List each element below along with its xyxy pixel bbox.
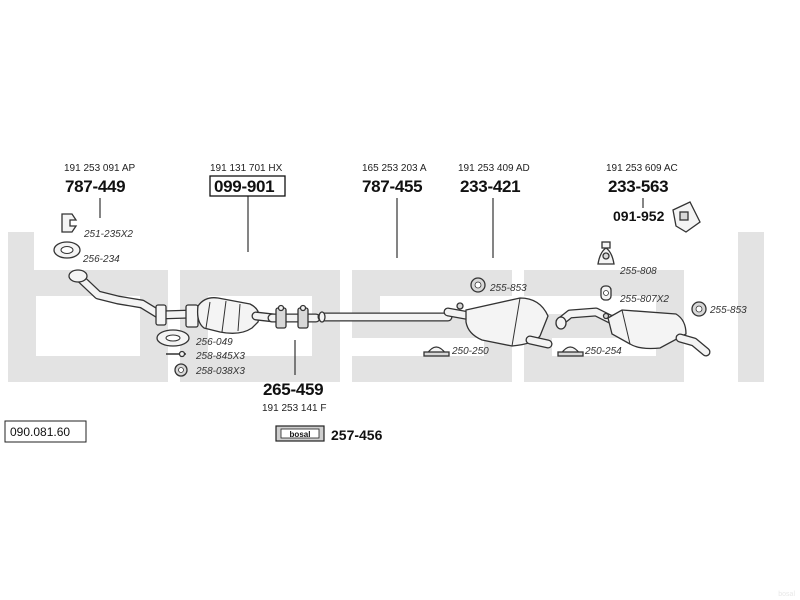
labels: 191 253 091 AP 787-449 191 131 701 HX 09… xyxy=(4,163,747,443)
accessory-flange-gasket xyxy=(156,329,190,347)
rear-silencer-233-563[interactable] xyxy=(555,307,711,357)
rear-silencer-oem: 191 253 609 AC xyxy=(606,163,678,174)
connector-oem: 191 253 141 F xyxy=(262,403,327,414)
accessory-clamp-250-254 xyxy=(557,346,584,357)
accessory-clip-255-807 xyxy=(600,285,612,301)
rear-silencer-number: 233-563 xyxy=(608,177,668,196)
middle-pipe-oem: 165 253 203 A xyxy=(362,163,427,174)
middle-pipe-number: 787-455 xyxy=(362,177,422,196)
accessory-rubber-hanger-1 xyxy=(470,277,486,293)
front-pipe-oem: 191 253 091 AP xyxy=(64,163,136,174)
middle-pipe-787-455[interactable] xyxy=(317,311,453,323)
centre-silencer-233-421[interactable] xyxy=(443,297,553,349)
bosal-watermark xyxy=(8,232,764,382)
connector-number: 265-459 xyxy=(263,380,323,399)
front-pipe-787-449[interactable] xyxy=(68,269,197,326)
catalyst-oem: 191 131 701 HX xyxy=(210,163,283,174)
accessory-bolt xyxy=(166,350,186,358)
accessory-label-a10: 255-853 xyxy=(709,305,747,316)
centre-silencer-oem: 191 253 409 AD xyxy=(458,163,530,174)
accessory-label-a5: 258-038X3 xyxy=(195,366,245,377)
accessory-rubber-hanger-2 xyxy=(691,301,707,317)
reference-number: 090.081.60 xyxy=(10,425,70,439)
watermark-letter-l xyxy=(738,232,764,382)
watermark-text: bosal xyxy=(778,591,795,598)
accessory-label-a3: 256-049 xyxy=(195,337,233,348)
accessory-clamp-250-250 xyxy=(423,346,450,357)
mounting-kit-badge-frame xyxy=(280,428,320,439)
mounting-kit-badge: bosal xyxy=(290,430,311,439)
accessory-label-a1: 251-235X2 xyxy=(83,229,133,240)
mounting-kit-number: 257-456 xyxy=(331,427,383,443)
leader-lines xyxy=(99,196,644,375)
accessory-label-a6: 255-853 xyxy=(489,283,527,294)
accessory-label-a11: 250-254 xyxy=(584,346,622,357)
accessory-label-a9: 255-807X2 xyxy=(619,294,669,305)
accessory-gasket-ring xyxy=(53,241,81,259)
accessory-nut xyxy=(174,363,188,377)
accessory-label-a8: 255-808 xyxy=(619,266,657,277)
front-pipe-number: 787-449 xyxy=(65,177,125,196)
connector-265-459[interactable] xyxy=(267,304,321,329)
reference-number-box xyxy=(4,420,87,443)
accessory-hanger-255-808 xyxy=(597,241,615,265)
heat-shield-091-952[interactable] xyxy=(672,201,701,233)
catalyst-number-box xyxy=(209,175,286,197)
accessory-clamp-bracket xyxy=(61,213,78,233)
centre-silencer-number: 233-421 xyxy=(460,177,520,196)
accessory-label-a2: 256-234 xyxy=(82,254,120,265)
catalyst-number: 099-901 xyxy=(214,177,274,196)
accessory-label-a7: 250-250 xyxy=(451,346,489,357)
heat-shield-number: 091-952 xyxy=(613,208,665,224)
accessory-label-a4: 258-845X3 xyxy=(195,351,245,362)
